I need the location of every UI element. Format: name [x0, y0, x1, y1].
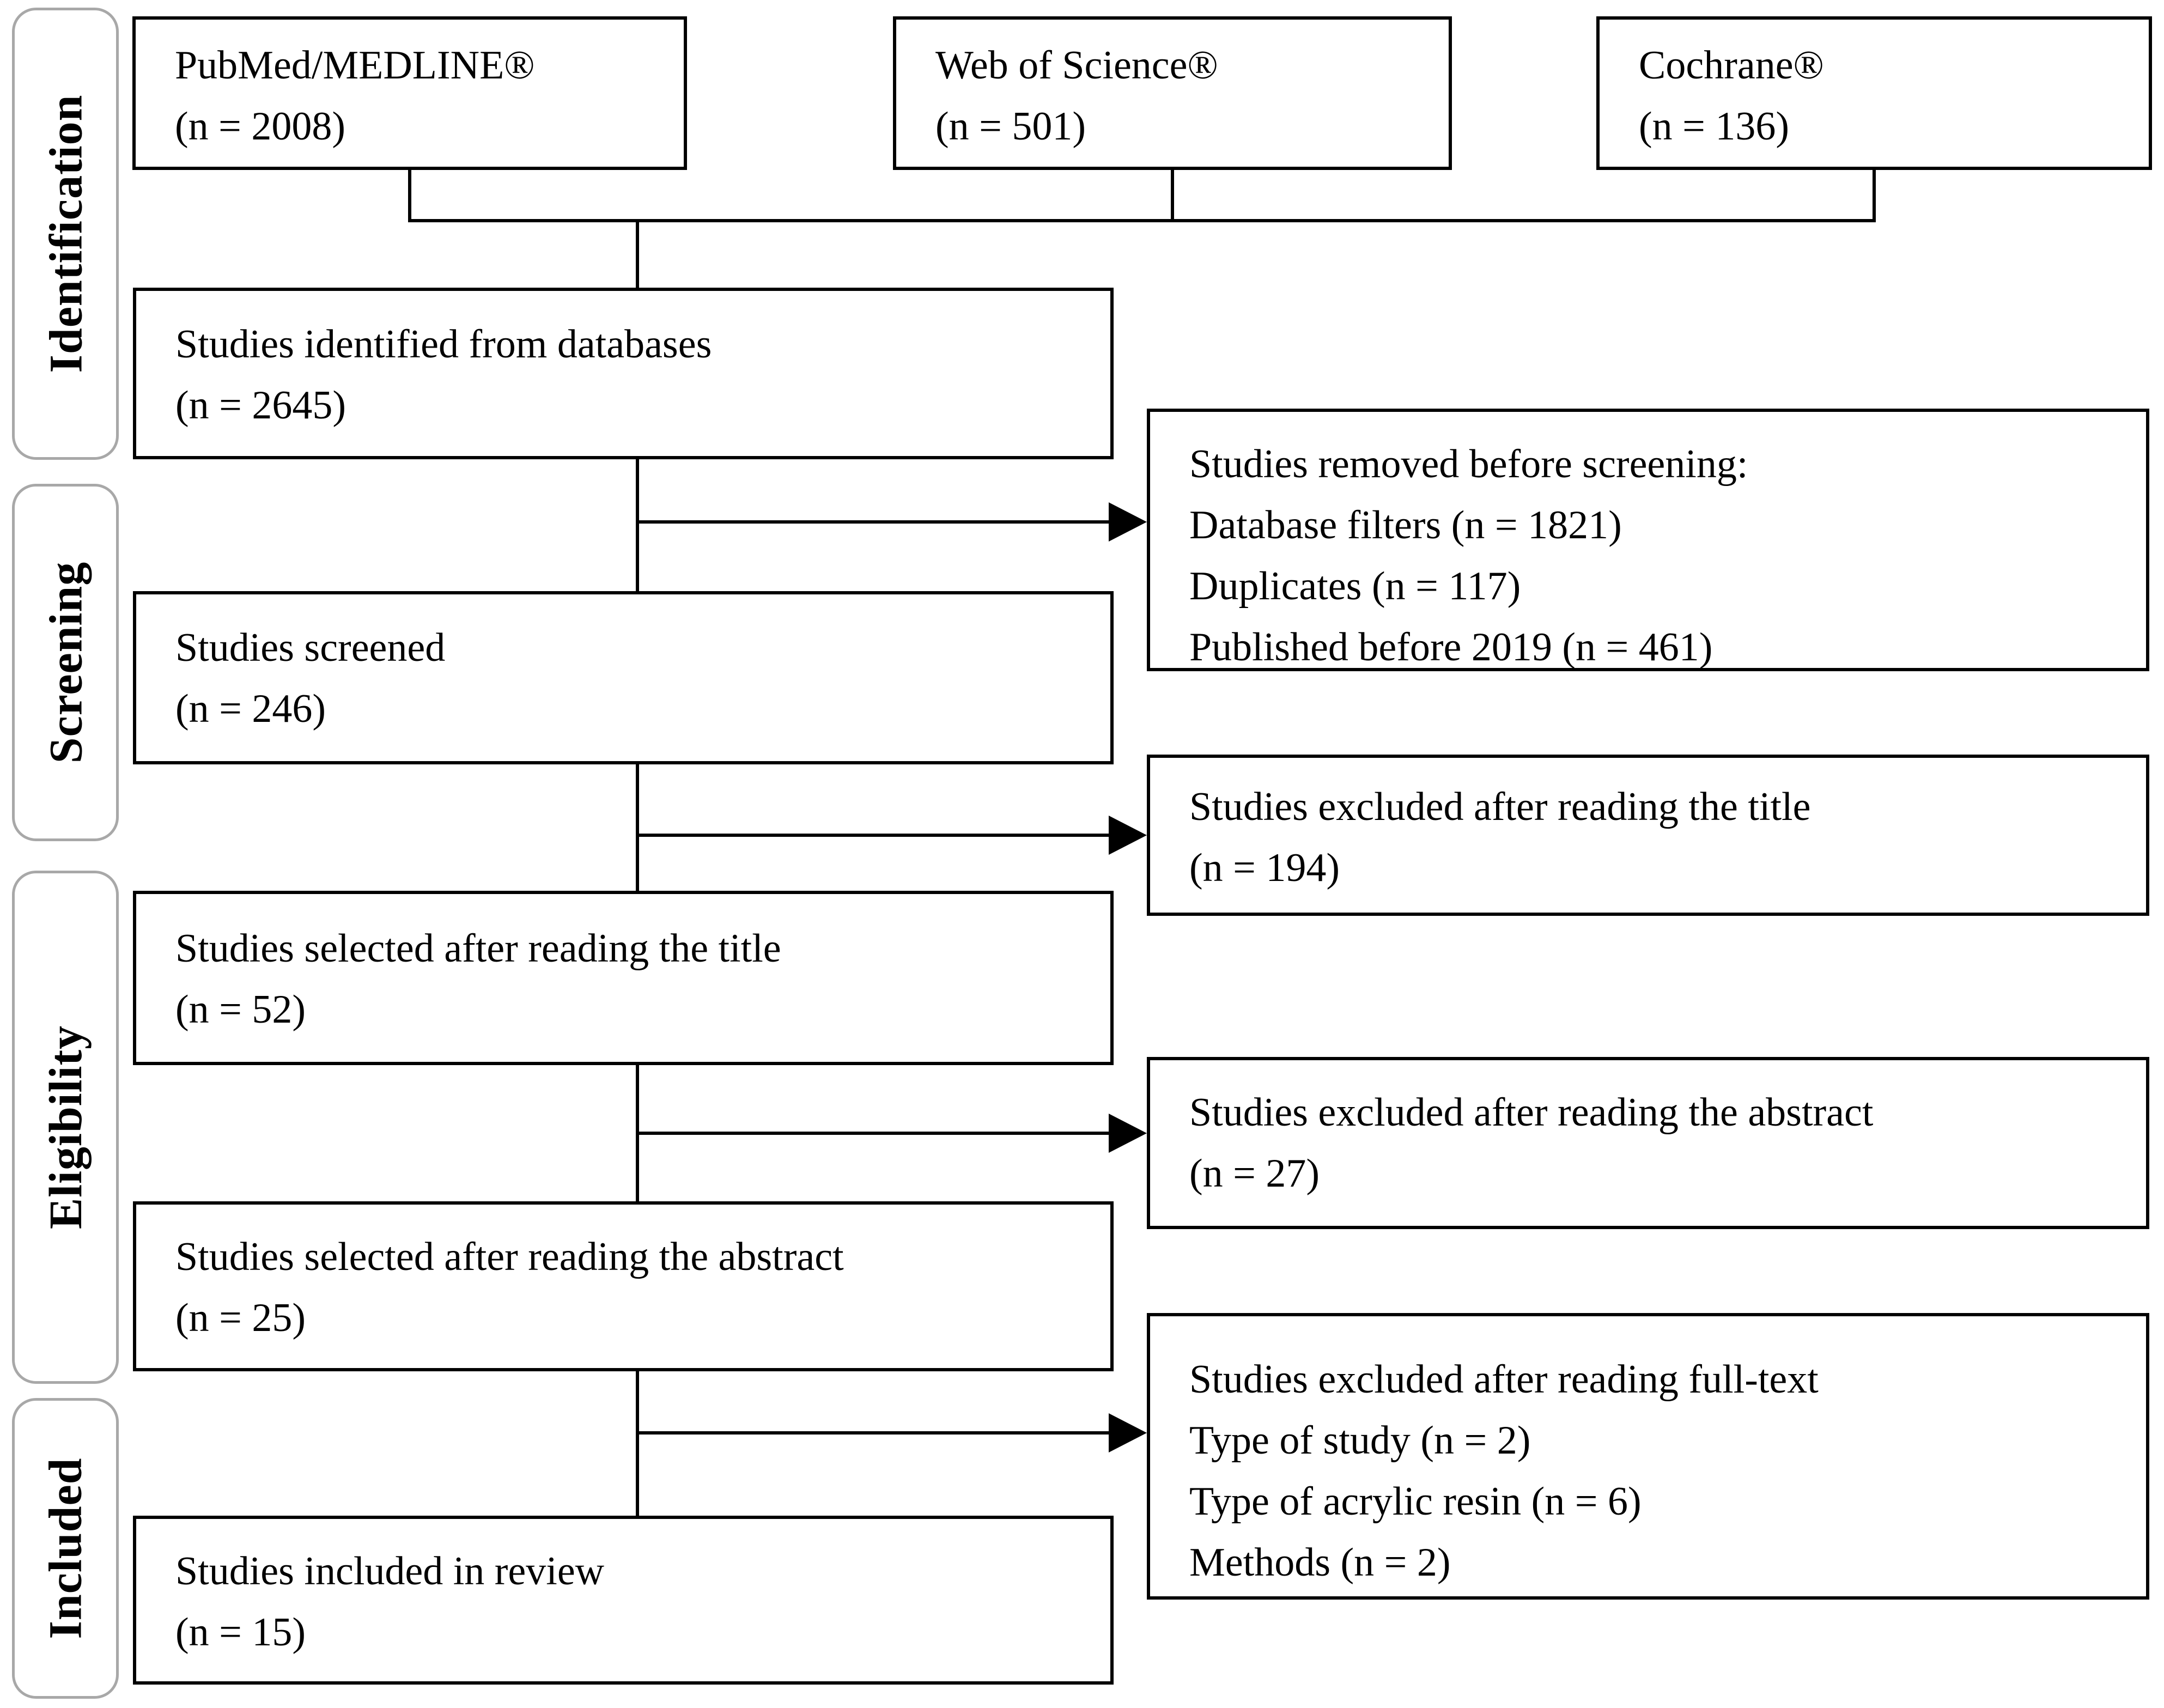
- connector-horizontal-merge: [408, 219, 1876, 222]
- source-count: (n = 2008): [175, 104, 346, 149]
- stage-label-eligibility: Eligibility: [12, 871, 119, 1384]
- arrow-to-excluded-title: [636, 834, 1111, 837]
- exclusion-box-after-abstract: Studies excluded after reading the abstr…: [1147, 1057, 2149, 1229]
- arrowhead-icon: [1109, 816, 1147, 855]
- stage-label-identification: Identification: [12, 8, 119, 460]
- exclusion-line: Type of acrylic resin (n = 6): [1189, 1479, 1642, 1524]
- connector-into-identified: [636, 219, 639, 288]
- connector-selected-abstract-to-included: [636, 1371, 639, 1516]
- arrowhead-icon: [1109, 1114, 1147, 1153]
- arrow-to-removed-before-screening: [636, 520, 1111, 524]
- source-box-pubmed: PubMed/MEDLINE® (n = 2008): [132, 16, 687, 170]
- source-name: Web of Science®: [935, 43, 1218, 88]
- stage-label-text: Identification: [39, 94, 92, 373]
- flow-box-identified: Studies identified from databases (n = 2…: [133, 288, 1114, 459]
- arrowhead-icon: [1109, 502, 1147, 542]
- exclusion-line: Methods (n = 2): [1189, 1540, 1451, 1585]
- exclusion-line: Studies removed before screening:: [1189, 442, 1748, 487]
- connector-screened-to-selected-title: [636, 764, 639, 891]
- source-count: (n = 136): [1639, 104, 1790, 149]
- flow-box-selected-abstract: Studies selected after reading the abstr…: [133, 1201, 1114, 1371]
- stage-label-screening: Screening: [12, 484, 119, 841]
- exclusion-line: Duplicates (n = 117): [1189, 564, 1521, 609]
- flow-box-count: (n = 246): [175, 686, 326, 731]
- exclusion-line: Studies excluded after reading the title: [1189, 785, 1811, 829]
- exclusion-box-after-title: Studies excluded after reading the title…: [1147, 755, 2149, 916]
- exclusion-box-after-fulltext: Studies excluded after reading full-text…: [1147, 1313, 2149, 1600]
- arrow-to-excluded-fulltext: [636, 1431, 1111, 1435]
- flow-box-count: (n = 2645): [175, 383, 347, 428]
- flow-box-label: Studies included in review: [175, 1549, 605, 1594]
- exclusion-line: Database filters (n = 1821): [1189, 503, 1622, 548]
- flow-box-selected-title: Studies selected after reading the title…: [133, 891, 1114, 1065]
- exclusion-box-removed-before-screening: Studies removed before screening: Databa…: [1147, 409, 2149, 671]
- exclusion-line: Studies excluded after reading the abstr…: [1189, 1090, 1874, 1135]
- flow-box-included-review: Studies included in review (n = 15): [133, 1516, 1114, 1685]
- stage-label-included: Included: [12, 1398, 119, 1699]
- connector-drop-web-of-science: [1171, 170, 1174, 222]
- source-count: (n = 501): [935, 104, 1086, 149]
- arrow-to-excluded-abstract: [636, 1132, 1111, 1135]
- stage-label-text: Eligibility: [39, 1025, 92, 1230]
- connector-drop-cochrane: [1873, 170, 1876, 222]
- exclusion-line: Type of study (n = 2): [1189, 1418, 1531, 1463]
- flow-box-label: Studies screened: [175, 625, 446, 670]
- exclusion-line: (n = 27): [1189, 1151, 1320, 1196]
- source-box-cochrane: Cochrane® (n = 136): [1596, 16, 2152, 170]
- flow-box-screened: Studies screened (n = 246): [133, 591, 1114, 764]
- flow-box-label: Studies identified from databases: [175, 322, 712, 367]
- connector-drop-pubmed: [408, 170, 411, 222]
- exclusion-line: (n = 194): [1189, 846, 1340, 890]
- flow-box-label: Studies selected after reading the title: [175, 926, 781, 971]
- exclusion-line: Published before 2019 (n = 461): [1189, 625, 1713, 670]
- source-name: PubMed/MEDLINE®: [175, 43, 535, 88]
- connector-identified-to-screened: [636, 459, 639, 591]
- arrowhead-icon: [1109, 1413, 1147, 1452]
- source-box-web-of-science: Web of Science® (n = 501): [893, 16, 1452, 170]
- source-name: Cochrane®: [1639, 43, 1824, 88]
- flow-box-label: Studies selected after reading the abstr…: [175, 1235, 844, 1279]
- flow-box-count: (n = 15): [175, 1610, 306, 1655]
- flow-box-count: (n = 25): [175, 1296, 306, 1340]
- stage-label-text: Screening: [39, 561, 92, 764]
- flow-box-count: (n = 52): [175, 987, 306, 1032]
- stage-label-text: Included: [39, 1457, 92, 1639]
- exclusion-line: Studies excluded after reading full-text: [1189, 1357, 1819, 1402]
